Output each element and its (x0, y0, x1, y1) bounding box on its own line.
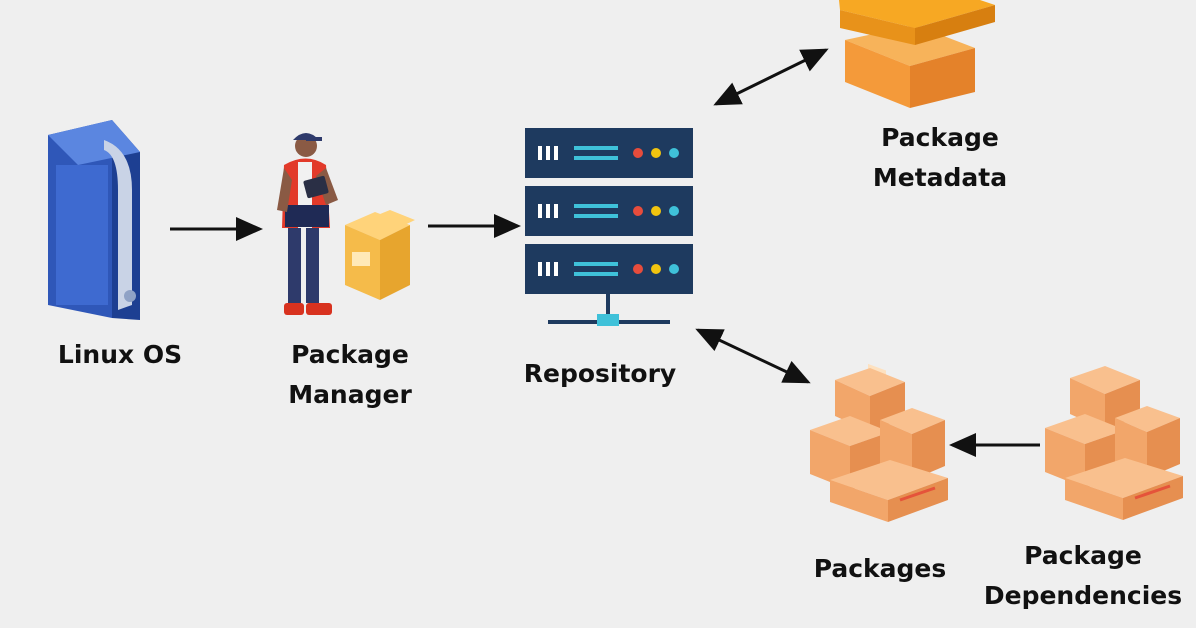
package-dependencies-label: Package Dependencies (978, 536, 1188, 616)
package-metadata-label-line-1: Package (881, 123, 999, 152)
linux-os-label: Linux OS (57, 340, 183, 369)
box-stack-icon (839, 0, 995, 383)
worker-with-boxes-icon (277, 133, 415, 315)
package-manager-label-line-2: Manager (288, 380, 412, 409)
package-manager-label: Package Manager (265, 335, 435, 415)
rack-unit (525, 186, 693, 236)
server-rack-icon (525, 128, 693, 326)
rack-unit (525, 244, 693, 294)
server-tower-icon (48, 120, 140, 320)
box-pile-icon (1045, 366, 1183, 520)
package-dependencies-label-line-1: Package (1024, 541, 1142, 570)
repository-label: Repository (523, 359, 677, 388)
packages-label: Packages (813, 554, 947, 583)
package-manager-label-line-1: Package (291, 340, 409, 369)
arrow-repository-packages (695, 328, 811, 384)
box-pile-icon (810, 368, 948, 522)
rack-unit (525, 128, 693, 178)
package-metadata-label-line-2: Metadata (872, 163, 1008, 192)
package-metadata-label: Package Metadata (855, 118, 1025, 198)
package-dependencies-label-line-2: Dependencies (983, 581, 1183, 610)
arrow-repository-metadata (713, 48, 829, 106)
